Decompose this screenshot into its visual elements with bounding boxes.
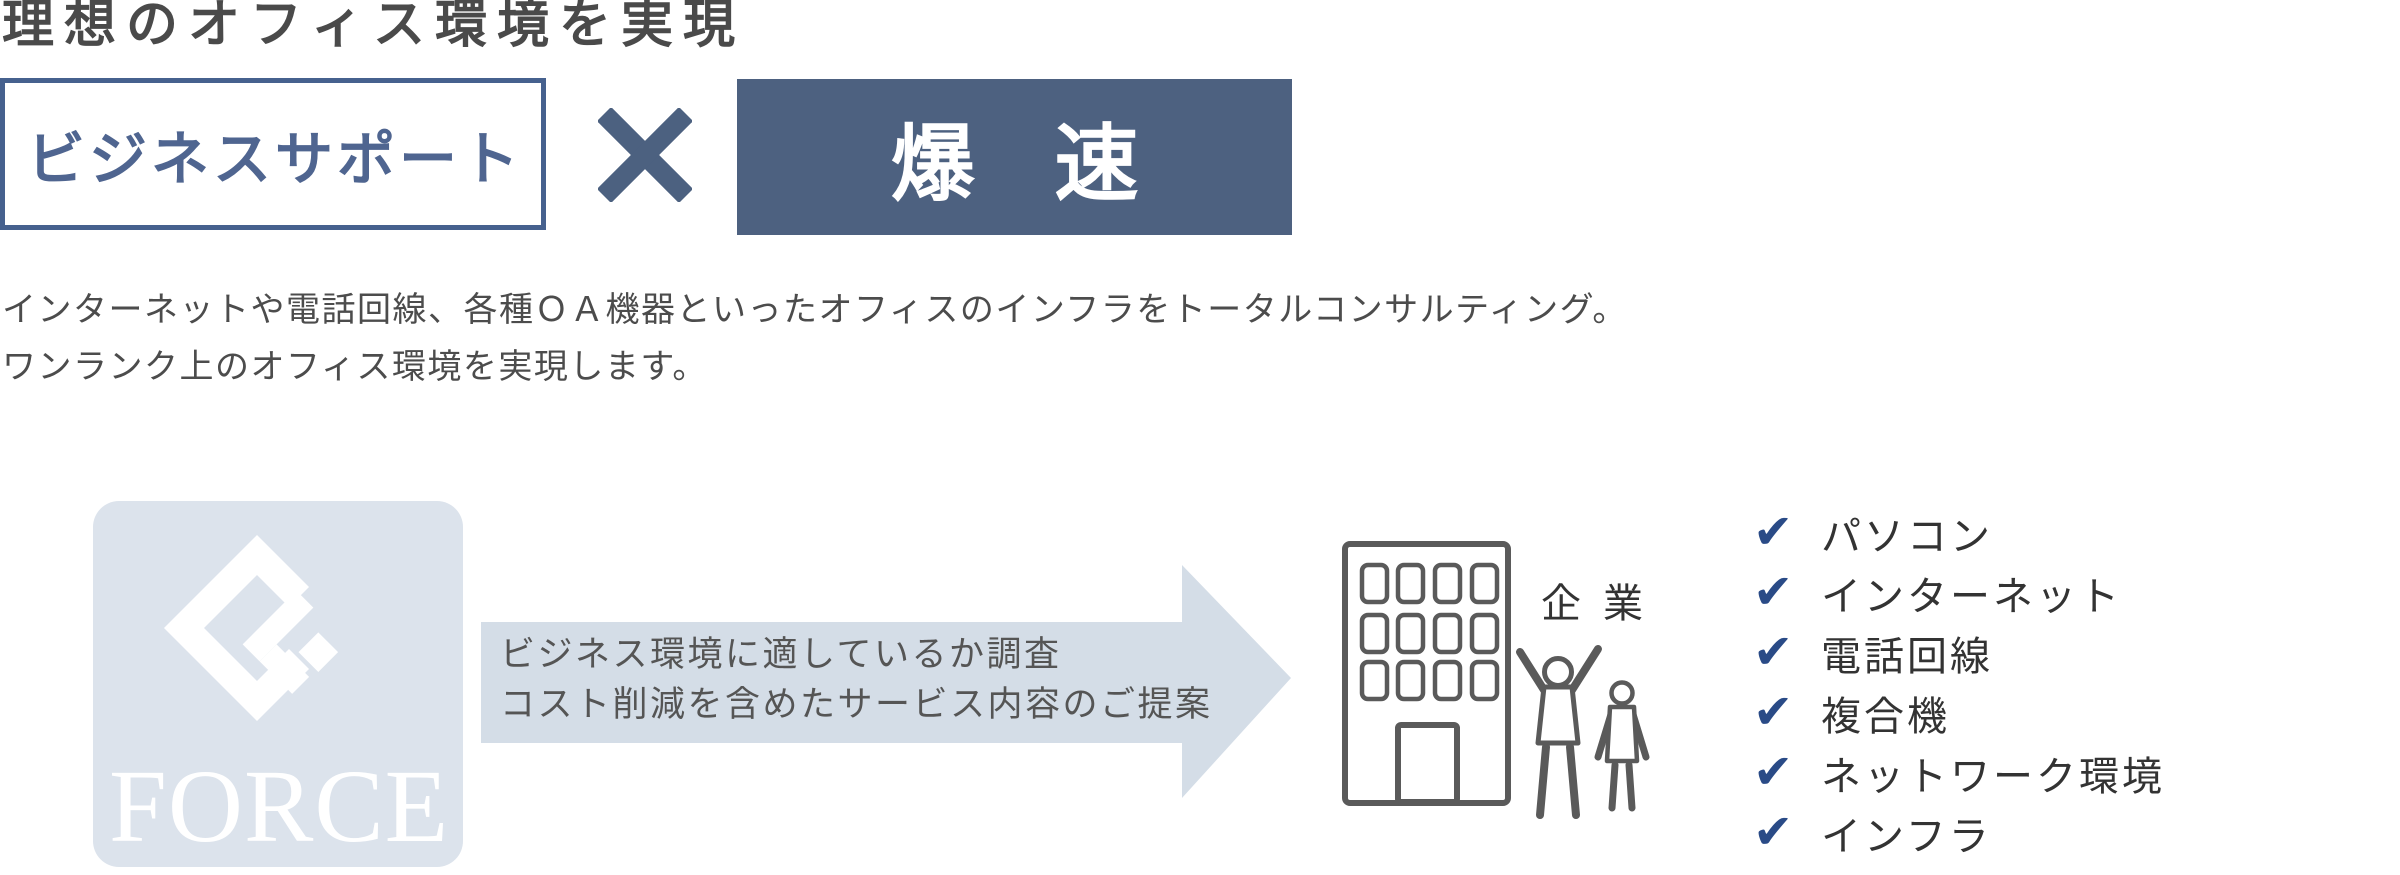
company-building-illustration: [1342, 541, 1650, 819]
business-support-label: ビジネスサポート: [26, 127, 523, 192]
business-support-box: ビジネスサポート: [0, 78, 546, 230]
checklist-item-label: 複合機: [1821, 695, 1950, 739]
checklist-item-label: パソコン: [1821, 515, 1993, 559]
company-label: 企業: [1541, 582, 1665, 626]
multiply-icon: [598, 108, 692, 202]
checklist-item: ✔ インフラ: [1753, 803, 2165, 863]
page-title: 理想のオフィス環境を実現: [2, 0, 745, 54]
check-icon: ✔: [1753, 746, 1794, 799]
arrow-caption-line2: コスト削減を含めたサービス内容のご提案: [500, 685, 1213, 724]
checklist-item: ✔ 電話回線: [1753, 623, 2165, 683]
arrow-caption-line1: ビジネス環境に適しているか調査: [500, 635, 1062, 674]
check-icon: ✔: [1753, 806, 1794, 859]
checklist-item: ✔ インターネット: [1753, 563, 2165, 623]
description-line1: インターネットや電話回線、各種ＯＡ機器といったオフィスのインフラをトータルコンサ…: [2, 291, 1628, 329]
checklist-item: ✔ パソコン: [1753, 503, 2165, 563]
description-line2: ワンランク上のオフィス環境を実現します。: [2, 348, 708, 386]
checklist-item: ✔ 複合機: [1753, 683, 2165, 743]
force-logo-mark: [164, 535, 339, 721]
bakusoku-box: 爆速: [737, 79, 1292, 235]
checklist-item-label: 電話回線: [1821, 635, 1993, 679]
force-logo-text: FORCE: [109, 748, 450, 864]
description: インターネットや電話回線、各種ＯＡ機器といったオフィスのインフラをトータルコンサ…: [2, 282, 1628, 396]
arrow-caption: ビジネス環境に適しているか調査 コスト削減を含めたサービス内容のご提案: [500, 630, 1213, 730]
check-icon: ✔: [1753, 686, 1794, 739]
standing-person-icon: [1594, 680, 1650, 812]
bakusoku-label: 爆速: [890, 116, 1219, 211]
cheering-person-icon: [1516, 645, 1602, 819]
check-icon: ✔: [1753, 626, 1794, 679]
checklist-item-label: ネットワーク環境: [1821, 755, 2165, 799]
force-logo-tile: FORCE: [93, 501, 463, 867]
checklist-item: ✔ ネットワーク環境: [1753, 743, 2165, 803]
check-icon: ✔: [1753, 506, 1794, 559]
service-checklist: ✔ パソコン ✔ インターネット ✔ 電話回線 ✔ 複合機 ✔ ネットワーク環境…: [1753, 503, 2165, 863]
checklist-item-label: インフラ: [1821, 815, 1992, 859]
arrow-right-icon: [481, 565, 1291, 798]
checklist-item-label: インターネット: [1821, 575, 2122, 619]
check-icon: ✔: [1753, 566, 1794, 619]
